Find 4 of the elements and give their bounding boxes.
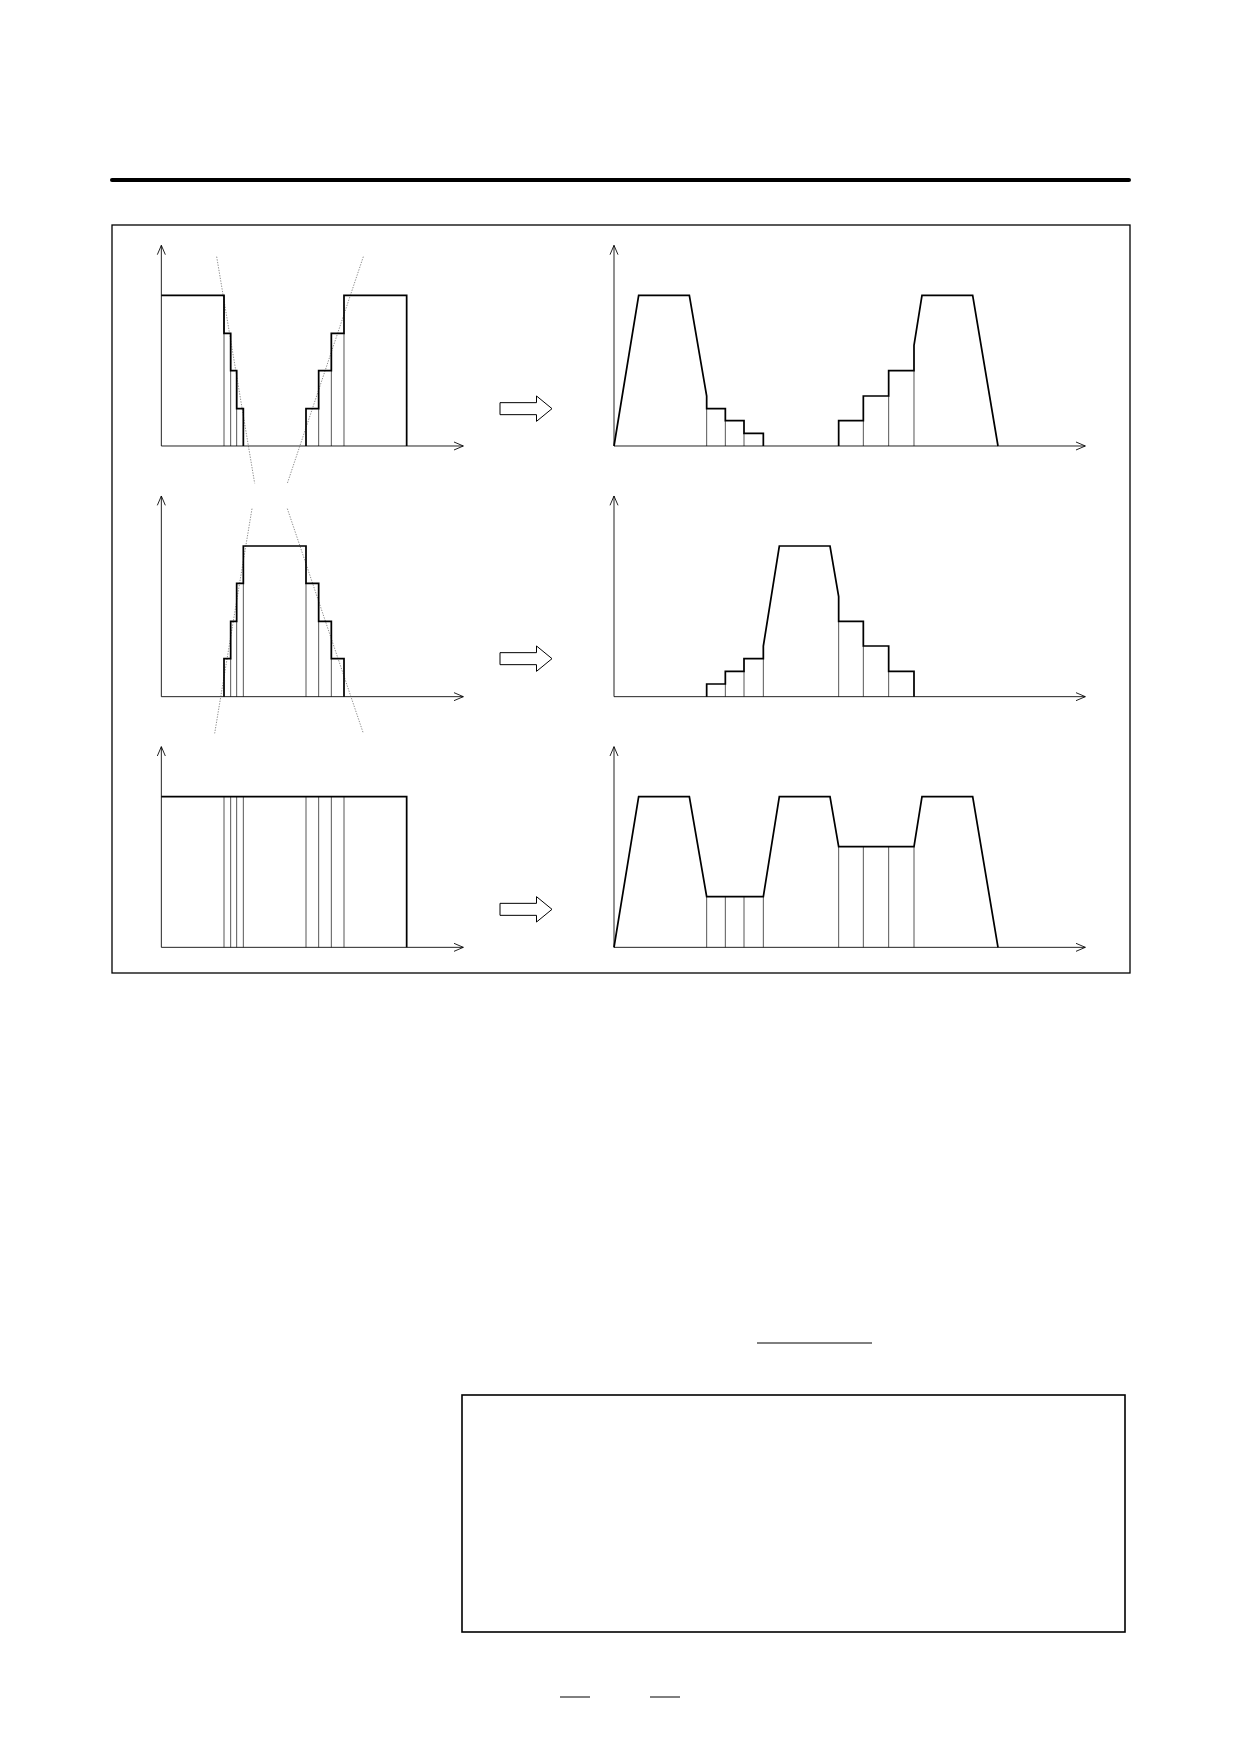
empty-box bbox=[461, 1394, 1126, 1633]
block-arrow bbox=[499, 645, 553, 672]
block-arrow bbox=[499, 896, 553, 923]
block-arrow bbox=[499, 395, 553, 422]
